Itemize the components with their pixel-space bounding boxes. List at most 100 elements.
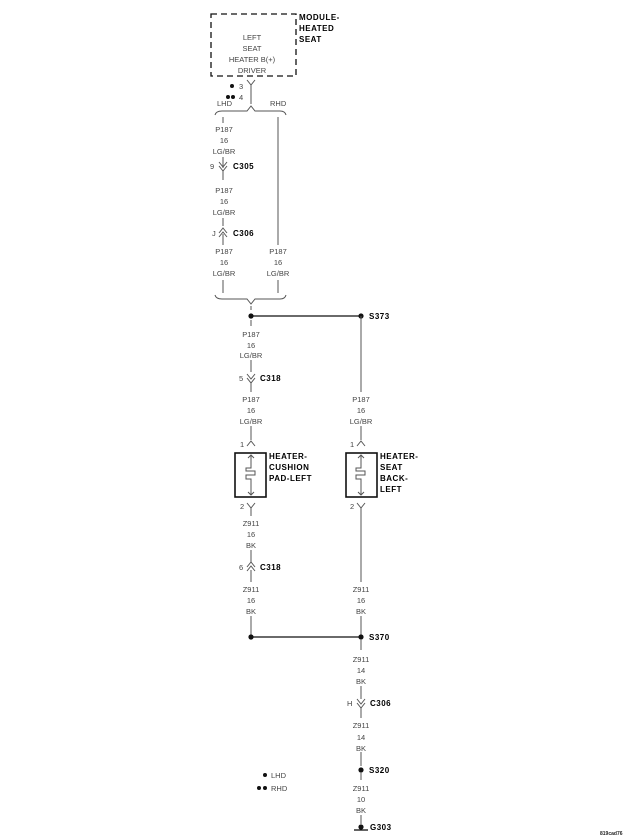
wire-gauge: 10 [357, 795, 365, 804]
splice-dot-icon [358, 634, 364, 640]
connector-pin: 6 [239, 563, 243, 572]
wire-color: LG/BR [350, 417, 373, 426]
connector-pin: J [212, 229, 216, 238]
heated-seat-module: LEFT SEAT HEATER B(+) DRIVER MODULE- HEA… [210, 13, 340, 77]
variant-bracket [214, 294, 287, 310]
pin-label: 3 [239, 82, 243, 91]
splice-s370-label: S370 [369, 633, 390, 642]
connector-pin: H [347, 699, 352, 708]
wire-color: BK [356, 806, 366, 815]
wire-gauge: 14 [357, 666, 365, 675]
connector-c306-icon [218, 227, 228, 238]
figure-id: 819cad76 [600, 831, 623, 837]
module-title: HEATED [299, 24, 334, 33]
wire-color: LG/BR [240, 417, 263, 426]
wire-circuit: P187 [215, 186, 233, 195]
ground-icon [354, 824, 368, 831]
wire-color: BK [246, 607, 256, 616]
lhd-dot-icon [263, 773, 267, 777]
wire-circuit: P187 [215, 125, 233, 134]
connector-pin: 9 [210, 162, 214, 171]
wire-color: BK [356, 607, 366, 616]
wire-gauge: 16 [247, 596, 255, 605]
connector-icon [246, 79, 256, 104]
splice-s373-label: S373 [369, 312, 390, 321]
module-title: MODULE- [299, 13, 340, 22]
wire-gauge: 16 [357, 596, 365, 605]
wire-gauge: 16 [274, 258, 282, 267]
variant-label-lhd: LHD [217, 99, 233, 108]
connector-icon [356, 440, 366, 447]
wire-color: BK [356, 744, 366, 753]
splice-s320-label: S320 [369, 766, 390, 775]
legend-rhd: RHD [271, 784, 288, 793]
connector-pin: 5 [239, 374, 243, 383]
splice-dot-icon [358, 767, 364, 773]
wire-circuit: Z911 [353, 721, 370, 730]
wire-circuit: Z911 [243, 585, 260, 594]
wire-color: LG/BR [213, 147, 236, 156]
module-title: SEAT [299, 35, 322, 44]
variant-label-rhd: RHD [270, 99, 287, 108]
wire-gauge: 16 [247, 341, 255, 350]
connector-icon [356, 502, 366, 509]
heater-cushion-element [234, 452, 267, 498]
connector-c305-label: C305 [233, 162, 254, 171]
wire-color: LG/BR [267, 269, 290, 278]
heater-back-label: BACK- [380, 474, 408, 483]
wire-circuit: Z911 [353, 784, 370, 793]
wire-color: LG/BR [213, 269, 236, 278]
module-inner-text: LEFT [243, 33, 262, 42]
variant-bracket [214, 105, 287, 116]
wire-gauge: 16 [220, 258, 228, 267]
pin-label: 1 [240, 440, 244, 449]
pin-label: 2 [350, 502, 354, 511]
module-inner-text: SEAT [242, 44, 261, 53]
rhd-dot-icon [231, 95, 235, 99]
heater-seat-back-element [345, 452, 378, 498]
wire-color: LG/BR [240, 351, 263, 360]
wire-gauge: 16 [247, 406, 255, 415]
connector-c318-icon [246, 373, 256, 384]
wire-circuit: P187 [215, 247, 233, 256]
wire-circuit: P187 [242, 330, 260, 339]
legend-lhd: LHD [271, 771, 287, 780]
connector-icon [246, 502, 256, 512]
wire-gauge: 14 [357, 733, 365, 742]
rhd-dot-icon [226, 95, 230, 99]
wire-circuit: P187 [352, 395, 370, 404]
connector-c306-label: C306 [233, 229, 254, 238]
wire-circuit: Z911 [353, 585, 370, 594]
heater-cushion-label: PAD-LEFT [269, 474, 312, 483]
pin-label: 2 [240, 502, 244, 511]
wire-gauge: 16 [357, 406, 365, 415]
wire-circuit: Z911 [353, 655, 370, 664]
lhd-dot-icon [230, 84, 234, 88]
pin-label: 1 [350, 440, 354, 449]
heater-back-label: SEAT [380, 463, 403, 472]
connector-c318-label: C318 [260, 374, 281, 383]
connector-c318-label: C318 [260, 563, 281, 572]
pin-label: 4 [239, 93, 243, 102]
wire-circuit: P187 [242, 395, 260, 404]
module-inner-text: DRIVER [238, 66, 267, 75]
heater-cushion-label: CUSHION [269, 463, 309, 472]
wire-gauge: 16 [220, 136, 228, 145]
connector-c306-label: C306 [370, 699, 391, 708]
heater-back-label: HEATER- [380, 452, 418, 461]
ground-g303-label: G303 [370, 823, 392, 832]
connector-c306-icon [356, 698, 366, 709]
connector-c318-icon [246, 561, 256, 572]
connector-c305-icon [218, 161, 228, 172]
rhd-dot-icon [263, 786, 267, 790]
heater-cushion-label: HEATER- [269, 452, 307, 461]
wire-gauge: 16 [247, 530, 255, 539]
wire-color: BK [356, 677, 366, 686]
heater-back-label: LEFT [380, 485, 402, 494]
wire-color: LG/BR [213, 208, 236, 217]
connector-icon [246, 440, 256, 447]
rhd-dot-icon [257, 786, 261, 790]
module-inner-text: HEATER B(+) [229, 55, 276, 64]
wire-color: BK [246, 541, 256, 550]
